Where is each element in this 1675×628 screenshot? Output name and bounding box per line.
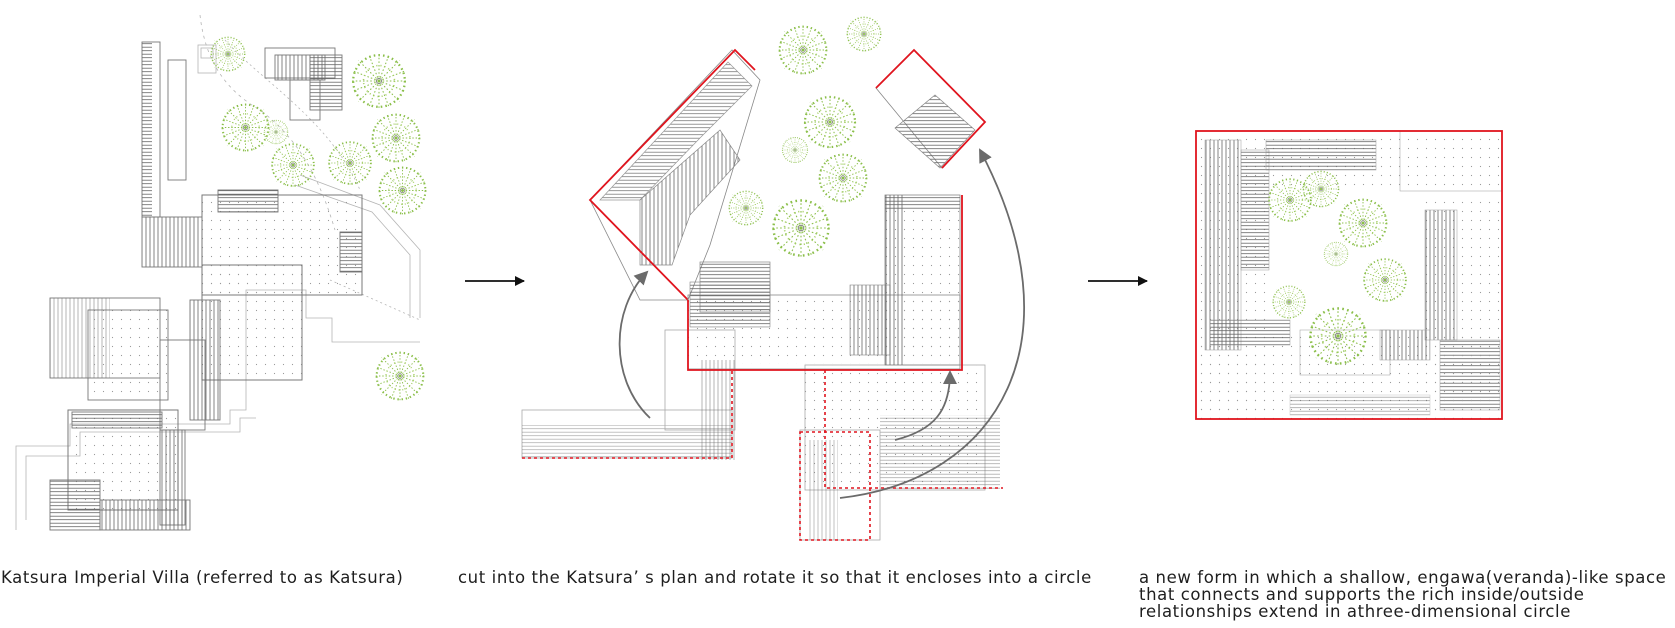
tree-icon [1270,283,1308,321]
tree-icon [1322,240,1350,268]
tree-icon [218,100,273,155]
curved-rotation-arrows [618,148,1025,499]
original-remnants [521,329,1000,541]
tree-icon [372,348,428,404]
tree-icon [262,118,290,146]
original-plan-panel [15,14,430,531]
cut-rotate-panel [521,14,1025,541]
tree-icon [1360,255,1410,305]
curved-rotation-arrow-icon [894,370,957,441]
dotted-original-position [522,370,1003,541]
tree-icon [780,135,810,165]
tree-icon [815,150,871,206]
curved-rotation-arrow-icon [839,148,1025,499]
caption-cut-and-rotate: cut into the Katsura’ s plan and rotate … [458,568,1092,587]
caption-original-plan: Katsura Imperial Villa (referred to as K… [1,568,404,587]
tree-icon [368,110,424,166]
red-square-outline [1195,130,1503,420]
tree-icon [800,92,860,152]
tree-icon [1335,195,1391,251]
building-plan [49,41,363,531]
rotated-wing-left [588,48,771,313]
caption-new-form-line-1: a new form in which a shallow, engawa(ve… [1139,568,1667,587]
caption-new-form-line-2: that connects and supports the rich insi… [1139,585,1585,604]
caption-new-form-line-3: relationships extend in athree-dimension… [1139,602,1571,621]
red-cut-outline [588,48,756,301]
tree-icon [268,140,318,190]
rotated-wing-right [875,48,987,169]
tree-icon [375,163,430,218]
tree-icon [775,22,831,78]
courtyard-trees-panel2 [726,14,884,261]
red-cut-outline-main [687,195,963,371]
tree-icon [768,195,834,261]
main-u-building [687,194,963,371]
new-form-panel [1195,130,1503,420]
tree-icon [348,50,410,112]
tree-icon [726,188,766,228]
curved-rotation-arrow-icon [618,270,651,419]
caption-new-form: a new form in which a shallow, engawa(ve… [1139,569,1666,620]
tree-icon [844,14,884,54]
tree-icon [325,138,375,188]
tree-icon [208,34,248,74]
